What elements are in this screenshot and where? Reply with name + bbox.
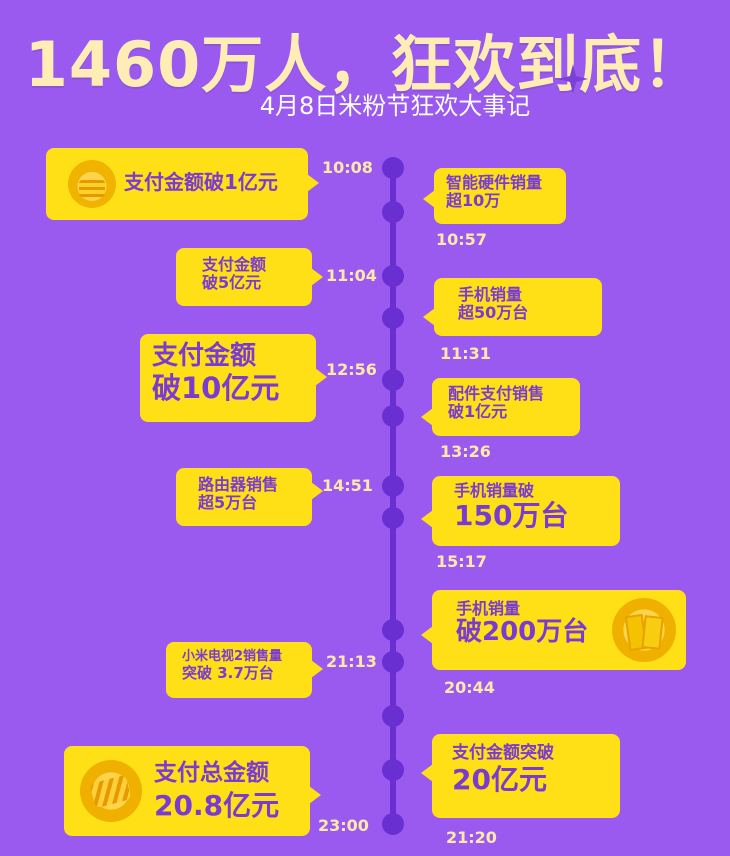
event-time: 15:17: [436, 552, 487, 571]
card-pointer: [423, 190, 435, 208]
event-text: 150万台: [454, 499, 569, 533]
event-card: 支付金额 破5亿元: [176, 248, 323, 306]
event-text: 支付金额破1亿元: [124, 170, 278, 194]
cards-icon: [612, 598, 676, 662]
event-time: 21:13: [326, 652, 377, 671]
card-pointer: [423, 308, 435, 326]
event-time: 11:31: [440, 344, 491, 363]
event-text: 路由器销售: [198, 475, 279, 494]
event-text: 支付金额: [202, 255, 267, 274]
event-card: 智能硬件销量 超10万: [423, 168, 566, 224]
event-text: 20.8亿元: [154, 789, 280, 822]
event-text: 超50万台: [458, 303, 529, 323]
event-card: 手机销量破 150万台: [421, 476, 620, 546]
event-card: 支付金额破1亿元: [46, 148, 319, 220]
sparkle-icon: [558, 64, 588, 94]
card-pointer: [315, 368, 327, 386]
timeline-dot: [382, 651, 404, 673]
event-text: 智能硬件销量: [446, 173, 543, 192]
timeline-dot: [382, 705, 404, 727]
event-card: 小米电视2销售量 突破 3.7万台: [166, 642, 323, 698]
event-text: 配件支付销售: [448, 384, 545, 403]
event-card: 路由器销售 超5万台: [176, 468, 323, 526]
event-text: 破1亿元: [448, 402, 508, 422]
event-card: 支付金额 破10亿元: [140, 334, 327, 422]
timeline-dot: [382, 405, 404, 427]
timeline-dot: [382, 157, 404, 179]
timeline-dot: [382, 201, 404, 223]
event-time: 14:51: [322, 476, 373, 495]
page-title: 1460万人，狂欢到底！: [24, 28, 706, 101]
card-pointer: [307, 174, 319, 192]
event-text: 支付总金额: [154, 760, 269, 786]
event-text: 20亿元: [452, 762, 547, 796]
event-text: 小米电视2销售量: [182, 649, 283, 664]
event-time: 23:00: [318, 816, 369, 835]
event-time: 21:20: [446, 828, 497, 847]
event-card: 支付总金额 20.8亿元: [64, 746, 321, 836]
event-time: 10:08: [322, 158, 373, 177]
event-text: 手机销量: [458, 285, 523, 304]
card-pointer: [311, 660, 323, 678]
card-pointer: [309, 786, 321, 804]
card-pointer: [421, 626, 433, 644]
event-text: 支付金额: [152, 341, 257, 371]
event-card: 手机销量 超50万台: [423, 278, 602, 336]
event-time: 12:56: [326, 360, 377, 379]
page-subtitle: 4月8日米粉节狂欢大事记: [259, 92, 531, 120]
event-text: 破5亿元: [202, 273, 262, 293]
timeline-dot: [382, 265, 404, 287]
event-text: 手机销量: [456, 599, 521, 618]
event-text: 突破 3.7万台: [182, 663, 274, 682]
card-pointer: [311, 482, 323, 500]
card-pointer: [421, 510, 433, 528]
event-text: 超5万台: [198, 493, 258, 513]
event-text: 手机销量破: [454, 481, 535, 500]
timeline-dot: [382, 507, 404, 529]
card-pointer: [421, 764, 433, 782]
timeline-dot: [382, 619, 404, 641]
gold-coins-icon: [68, 160, 116, 208]
event-card: 手机销量 破200万台: [421, 590, 686, 670]
card-pointer: [311, 268, 323, 286]
timeline-dot: [382, 307, 404, 329]
timeline-dot: [382, 759, 404, 781]
event-time: 20:44: [444, 678, 495, 697]
event-card: 配件支付销售 破1亿元: [421, 378, 580, 436]
timeline-dot: [382, 813, 404, 835]
event-text: 支付金额突破: [452, 743, 554, 763]
event-time: 13:26: [440, 442, 491, 461]
timeline-dot: [382, 369, 404, 391]
card-pointer: [421, 408, 433, 426]
event-card: 支付金额突破 20亿元: [421, 734, 620, 818]
event-time: 10:57: [436, 230, 487, 249]
event-text: 破10亿元: [152, 370, 280, 405]
timeline-dot: [382, 475, 404, 497]
event-time: 11:04: [326, 266, 377, 285]
event-text: 破200万台: [456, 617, 589, 648]
event-text: 超10万: [446, 191, 501, 211]
money-icon: [80, 760, 142, 822]
